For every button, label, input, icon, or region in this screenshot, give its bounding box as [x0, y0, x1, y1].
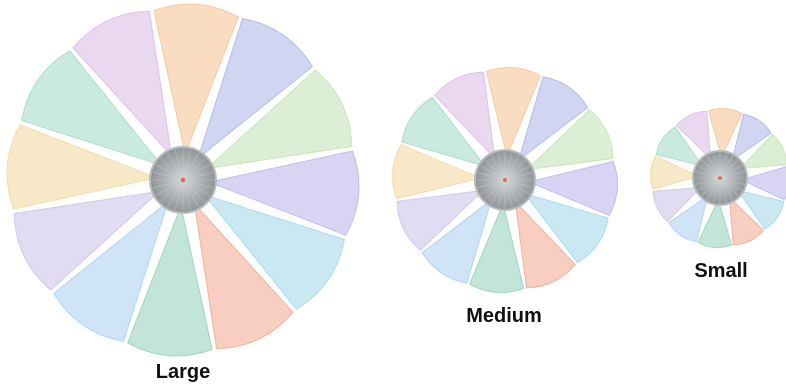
- hub-center-dot-large: [181, 178, 186, 183]
- coverage-pattern-medium: [392, 67, 617, 292]
- coverage-pattern-large: [7, 4, 359, 356]
- hub-center-dot-small: [718, 176, 722, 180]
- hub-center-dot-medium: [503, 178, 507, 182]
- label-medium: Medium: [466, 306, 542, 326]
- coverage-pattern-small: [650, 108, 786, 247]
- label-large: Large: [156, 362, 210, 382]
- label-small: Small: [694, 261, 747, 281]
